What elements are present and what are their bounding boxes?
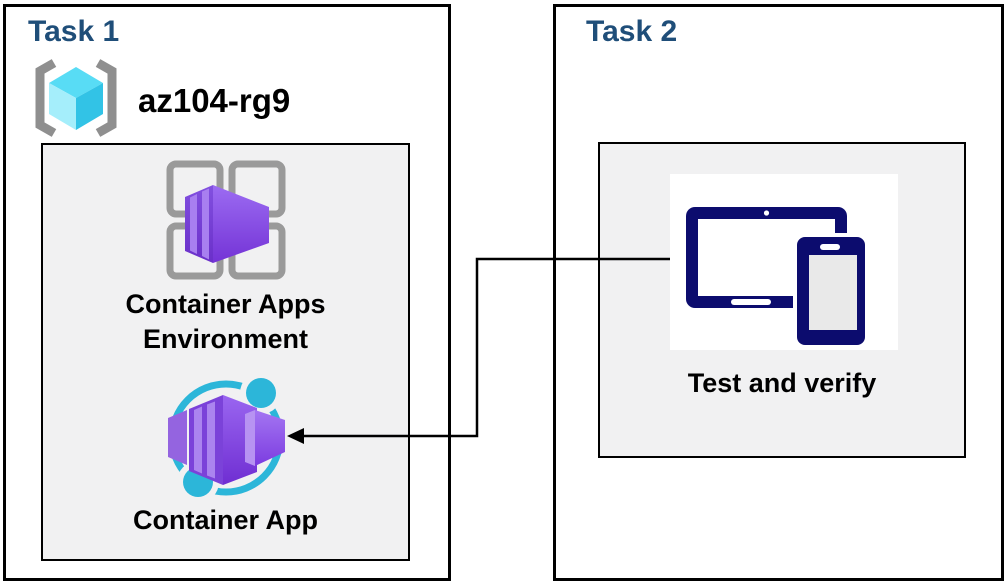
test-and-verify-box: Test and verify <box>598 142 966 458</box>
container-apps-environment-label: Container Apps Environment <box>125 289 326 354</box>
container-apps-environment-box: Container Apps Environment <box>41 143 410 561</box>
resource-group: az104-rg9 <box>30 57 290 144</box>
task1-panel: Task 1 az104-rg9 <box>3 4 451 581</box>
container-apps-environment-icon <box>163 159 289 292</box>
container-app-label: Container App <box>133 505 318 535</box>
task1-title: Task 1 <box>28 15 120 48</box>
task2-panel: Task 2 Test and verify <box>553 4 1004 581</box>
task2-title: Task 2 <box>586 15 678 48</box>
resource-group-icon <box>30 57 122 144</box>
test-and-verify-label: Test and verify <box>687 368 877 398</box>
container-app-icon <box>161 372 296 513</box>
resource-group-name: az104-rg9 <box>138 81 291 119</box>
tablet-and-phone-icon <box>670 174 898 350</box>
